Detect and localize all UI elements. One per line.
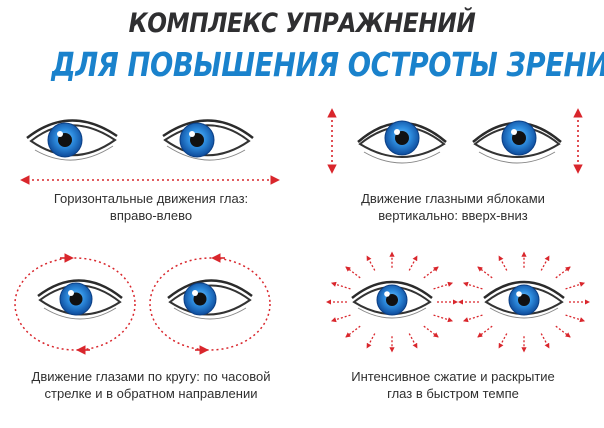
burst-arrow-icon bbox=[408, 333, 418, 349]
vertical-eyes-illustration bbox=[327, 108, 583, 174]
exercise-horizontal: Горизонтальные движения глаз: вправо-вле… bbox=[0, 100, 302, 230]
circle-path-right-icon bbox=[149, 257, 271, 351]
burst-arrow-icon bbox=[366, 255, 376, 271]
burst-arrow-icon bbox=[433, 314, 454, 323]
left-eye-up-icon bbox=[357, 120, 447, 164]
right-eye-circle-icon bbox=[167, 279, 253, 320]
burst-arrow-icon bbox=[330, 281, 351, 290]
burst-arrow-icon bbox=[408, 255, 418, 271]
right-eye-icon bbox=[162, 119, 254, 161]
caption-circular-line2: стрелке и в обратном направлении bbox=[44, 386, 258, 401]
burst-arrow-icon bbox=[345, 325, 361, 338]
exercise-squeeze: Интенсивное сжатие и раскрытие глаз в бы… bbox=[302, 250, 604, 428]
burst-arrow-icon bbox=[462, 314, 483, 323]
exercise-vertical: Движение глазными яблоками вертикально: … bbox=[302, 100, 604, 230]
right-eye-up-icon bbox=[472, 120, 562, 164]
burst-arrow-icon bbox=[498, 333, 508, 349]
left-eye-squeeze-icon bbox=[351, 280, 433, 319]
caption-circular: Движение глазами по кругу: по часовой ст… bbox=[0, 368, 302, 402]
title-line-2: ДЛЯ ПОВЫШЕНИЯ ОСТРОТЫ ЗРЕНИЯ bbox=[51, 45, 604, 84]
caption-squeeze-line1: Интенсивное сжатие и раскрытие bbox=[351, 369, 555, 384]
exercise-circular: Движение глазами по кругу: по часовой ст… bbox=[0, 250, 302, 428]
caption-vertical: Движение глазными яблоками вертикально: … bbox=[302, 190, 604, 224]
circular-eyes-illustration bbox=[14, 253, 271, 355]
burst-arrows-right-icon bbox=[457, 251, 591, 353]
caption-squeeze: Интенсивное сжатие и раскрытие глаз в бы… bbox=[302, 368, 604, 402]
caption-horizontal-line1: Горизонтальные движения глаз: bbox=[53, 191, 249, 206]
caption-vertical-line1: Движение глазными яблоками bbox=[361, 191, 545, 206]
left-eye-circle-icon bbox=[37, 279, 123, 320]
burst-arrow-icon bbox=[462, 281, 483, 290]
burst-arrow-icon bbox=[433, 281, 454, 290]
circle-path-left-icon bbox=[14, 257, 136, 351]
left-eye-icon bbox=[26, 119, 118, 161]
right-eye-squeeze-icon bbox=[483, 280, 565, 319]
burst-arrow-icon bbox=[540, 333, 550, 349]
burst-arrow-icon bbox=[330, 314, 351, 323]
burst-arrow-icon bbox=[423, 325, 439, 338]
burst-arrow-icon bbox=[477, 325, 493, 338]
burst-arrow-icon bbox=[498, 255, 508, 271]
title-line-1: КОМПЛЕКС УПРАЖНЕНИЙ bbox=[128, 8, 476, 39]
burst-arrow-icon bbox=[565, 314, 586, 323]
squeeze-eyes-illustration bbox=[325, 251, 591, 353]
caption-circular-line1: Движение глазами по кругу: по часовой bbox=[31, 369, 271, 384]
burst-arrow-icon bbox=[540, 255, 550, 271]
burst-arrow-icon bbox=[477, 266, 493, 279]
burst-arrow-icon bbox=[555, 266, 571, 279]
burst-arrow-icon bbox=[366, 333, 376, 349]
burst-arrow-icon bbox=[555, 325, 571, 338]
burst-arrow-icon bbox=[345, 266, 361, 279]
caption-vertical-line2: вертикально: вверх-вниз bbox=[378, 208, 528, 223]
burst-arrow-icon bbox=[423, 266, 439, 279]
burst-arrow-icon bbox=[565, 281, 586, 290]
horizontal-eyes-illustration bbox=[20, 119, 280, 185]
burst-arrows-left-icon bbox=[325, 251, 459, 353]
caption-squeeze-line2: глаз в быстром темпе bbox=[387, 386, 519, 401]
caption-horizontal: Горизонтальные движения глаз: вправо-вле… bbox=[0, 190, 302, 224]
caption-horizontal-line2: вправо-влево bbox=[109, 208, 193, 223]
